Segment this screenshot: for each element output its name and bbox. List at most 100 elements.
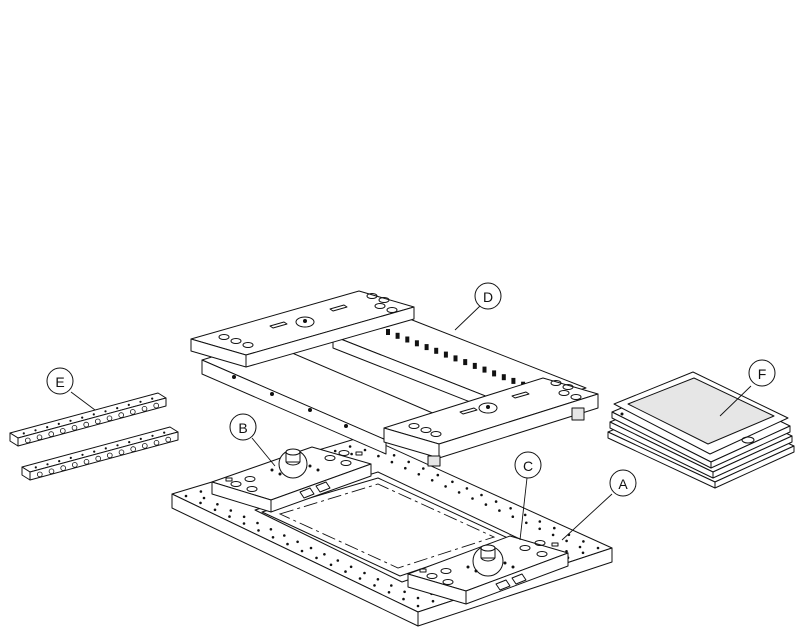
callout-c-circle	[514, 451, 542, 479]
hole	[95, 455, 101, 462]
hole	[377, 454, 380, 458]
hole	[444, 485, 447, 488]
hole	[106, 415, 113, 422]
hole	[565, 539, 568, 543]
hole	[142, 443, 148, 449]
hole	[333, 449, 337, 453]
hole	[387, 591, 391, 594]
hole	[390, 460, 394, 464]
clamp-module-b	[211, 446, 372, 513]
rail-slot	[434, 347, 439, 354]
hole	[22, 432, 25, 435]
hole	[72, 462, 78, 468]
hole	[199, 501, 202, 505]
hole	[348, 445, 352, 448]
hole	[139, 437, 142, 440]
hole	[130, 446, 137, 452]
hole	[184, 494, 188, 498]
hole	[93, 450, 96, 453]
callout-d-circle	[474, 282, 502, 310]
rail-slot	[395, 332, 400, 339]
hole	[373, 584, 376, 587]
hole	[329, 563, 333, 567]
hole	[71, 424, 78, 431]
callout-a: A	[609, 469, 637, 497]
hole	[151, 434, 154, 437]
hole	[57, 422, 60, 425]
hole	[358, 577, 362, 580]
hole	[104, 447, 107, 450]
hole	[315, 556, 318, 560]
hole	[431, 599, 435, 603]
hole	[363, 571, 366, 575]
hole	[36, 434, 43, 441]
callout-c: C	[514, 451, 542, 479]
rail-slot	[414, 340, 419, 347]
rail-slot	[463, 359, 468, 366]
callout-f: F	[748, 359, 776, 387]
callout-f-circle	[748, 359, 776, 387]
callout-a-circle	[609, 469, 637, 497]
hole	[350, 452, 353, 456]
hole	[257, 529, 260, 532]
hole	[107, 452, 113, 459]
clamping-bars-e	[9, 392, 179, 481]
rail-slot	[472, 362, 477, 369]
hole	[596, 546, 600, 550]
hole	[34, 429, 37, 432]
rail-slot	[405, 336, 410, 343]
callout-e: E	[46, 367, 74, 395]
hole	[283, 534, 286, 537]
hole	[34, 466, 37, 469]
hole	[83, 421, 89, 428]
hole	[538, 520, 542, 523]
hole	[484, 503, 488, 506]
callout-f-label: F	[758, 366, 767, 382]
hole	[451, 480, 454, 484]
hole	[309, 546, 313, 550]
hole	[392, 454, 396, 457]
hole	[216, 503, 219, 506]
hole	[81, 416, 84, 419]
hole	[139, 400, 142, 403]
rail-slot	[424, 344, 429, 351]
hole	[83, 458, 90, 465]
callout-d: D	[474, 282, 502, 310]
clamp-module-c	[407, 535, 569, 605]
callout-e-label: E	[55, 374, 64, 390]
hole	[390, 584, 393, 587]
hole	[127, 403, 130, 406]
hole	[153, 402, 160, 409]
base-plate	[171, 435, 613, 627]
hole	[498, 509, 501, 512]
plate-stack-f	[607, 371, 795, 489]
hole	[153, 439, 160, 446]
rail-slot	[443, 351, 448, 358]
callout-d-label: D	[483, 289, 493, 305]
callout-leaders	[70, 305, 752, 541]
hole	[457, 491, 461, 494]
hole	[511, 515, 515, 518]
hole	[58, 460, 61, 463]
callout-c-label: C	[523, 458, 533, 474]
hole	[69, 456, 72, 459]
hole	[165, 436, 172, 443]
hole	[336, 559, 340, 562]
rail-slot	[511, 377, 516, 384]
hole	[46, 426, 49, 429]
rail-slot	[453, 355, 458, 362]
hole	[118, 449, 125, 456]
hole	[494, 500, 498, 503]
callout-b-label: B	[238, 420, 247, 436]
hole	[256, 521, 259, 525]
hole	[202, 496, 206, 500]
hole	[81, 453, 84, 456]
hole	[36, 471, 43, 478]
hole	[118, 412, 124, 418]
callout-e-circle	[46, 367, 74, 395]
hole	[163, 431, 166, 434]
callout-a-label: A	[618, 476, 628, 492]
hole	[199, 490, 203, 493]
hole	[24, 437, 31, 444]
